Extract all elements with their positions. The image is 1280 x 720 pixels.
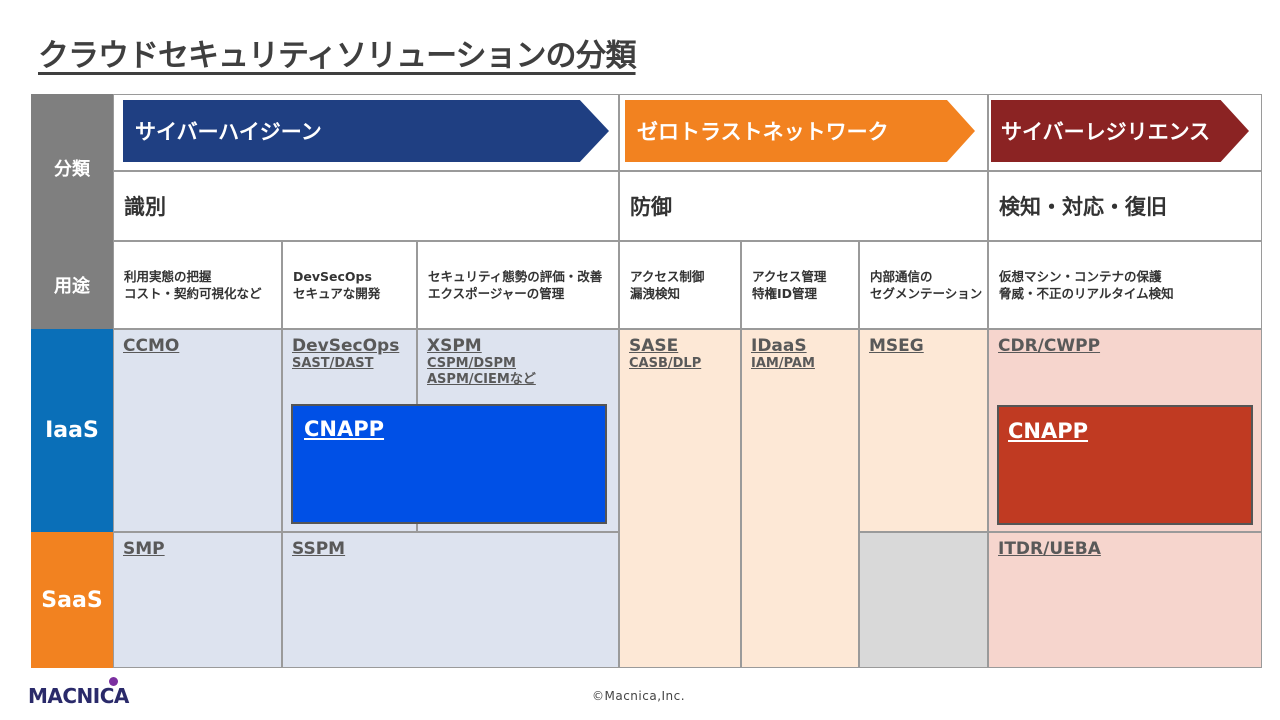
tool-devsecops-sub[interactable]: SAST/DAST (292, 356, 374, 371)
cnapp-box-red[interactable]: CNAPP (997, 405, 1253, 525)
tool-mseg[interactable]: MSEG (869, 336, 924, 356)
category-detect-respond-recover: 検知・対応・復旧 (988, 171, 1262, 241)
tool-idaas[interactable]: IDaaS (751, 336, 807, 356)
tool-ccmo[interactable]: CCMO (123, 336, 180, 356)
framework-arrow-hygiene: サイバーハイジーン (123, 100, 609, 162)
category-protect: 防御 (619, 171, 988, 241)
row-header-classification: 分類 (31, 94, 113, 241)
saas-cell-gap (859, 532, 988, 668)
saas-cell-sspm: SSPM (282, 532, 619, 668)
macnica-logo-dot-icon (109, 677, 118, 686)
framework-label-zerotrust: ゼロトラストネットワーク (637, 120, 889, 144)
tool-idaas-sub[interactable]: IAM/PAM (751, 356, 815, 371)
framework-label-resilience: サイバーレジリエンス (1001, 120, 1211, 144)
row-header-iaas-label: IaaS (45, 418, 99, 443)
iaas-cell-mseg: MSEG (859, 329, 988, 532)
usage-cell-idaas: アクセス管理 特権ID管理 (741, 241, 859, 329)
row-header-classification-label: 分類 (54, 158, 90, 180)
cnapp-box-blue[interactable]: CNAPP (291, 404, 607, 524)
usage-cell-xspm: セキュリティ態勢の評価・改善 エクスポージャーの管理 (417, 241, 619, 329)
tool-devsecops[interactable]: DevSecOps (292, 336, 400, 356)
framework-cell-zerotrust (619, 94, 988, 171)
framework-cell-hygiene (113, 94, 619, 171)
row-header-iaas: IaaS (31, 329, 113, 532)
usage-cell-devsecops: DevSecOps セキュアな開発 (282, 241, 417, 329)
tool-itdr-ueba[interactable]: ITDR/UEBA (998, 539, 1101, 559)
usage-cell-mseg: 内部通信の セグメンテーション (859, 241, 988, 329)
tool-sase-sub[interactable]: CASB/DLP (629, 356, 702, 371)
cnapp-label-blue: CNAPP (304, 417, 385, 441)
framework-arrow-resilience: サイバーレジリエンス (991, 100, 1249, 162)
tool-smp[interactable]: SMP (123, 539, 165, 559)
cell-sase: SASE CASB/DLP (619, 329, 741, 668)
category-identify: 識別 (113, 171, 619, 241)
tool-cdr-cwpp[interactable]: CDR/CWPP (998, 336, 1101, 356)
row-header-saas: SaaS (31, 532, 113, 668)
tool-xspm[interactable]: XSPM (427, 336, 482, 356)
framework-label-hygiene: サイバーハイジーン (135, 120, 322, 144)
tool-sspm[interactable]: SSPM (292, 539, 346, 559)
tool-xspm-sub[interactable]: CSPM/DSPM ASPM/CIEMなど (427, 356, 536, 387)
category-protect-label: 防御 (630, 195, 672, 219)
cnapp-label-red: CNAPP (1008, 419, 1089, 443)
iaas-cell-ccmo: CCMO (113, 329, 282, 532)
usage-cell-ccmo: 利用実態の把握 コスト・契約可視化など (113, 241, 282, 329)
usage-cell-sase: アクセス制御 漏洩検知 (619, 241, 741, 329)
usage-cell-cdr: 仮想マシン・コンテナの保護 脅威・不正のリアルタイム検知 (988, 241, 1262, 329)
page-title: クラウドセキュリティソリューションの分類 (38, 38, 637, 74)
category-identify-label: 識別 (124, 195, 166, 219)
cell-idaas: IDaaS IAM/PAM (741, 329, 859, 668)
row-header-usage: 用途 (31, 241, 113, 329)
macnica-logo-text: MACNICA (28, 684, 129, 708)
copyright: ©Macnica,Inc. (592, 689, 686, 703)
framework-cell-resilience (988, 94, 1262, 171)
macnica-logo: MACNICA (28, 684, 129, 708)
category-detect-label: 検知・対応・復旧 (999, 195, 1167, 219)
row-header-usage-label: 用途 (54, 276, 90, 297)
row-header-saas-label: SaaS (41, 587, 103, 613)
framework-arrow-zerotrust: ゼロトラストネットワーク (625, 100, 975, 162)
saas-cell-itdr: ITDR/UEBA (988, 532, 1262, 668)
saas-cell-smp: SMP (113, 532, 282, 668)
tool-sase[interactable]: SASE (629, 336, 679, 356)
